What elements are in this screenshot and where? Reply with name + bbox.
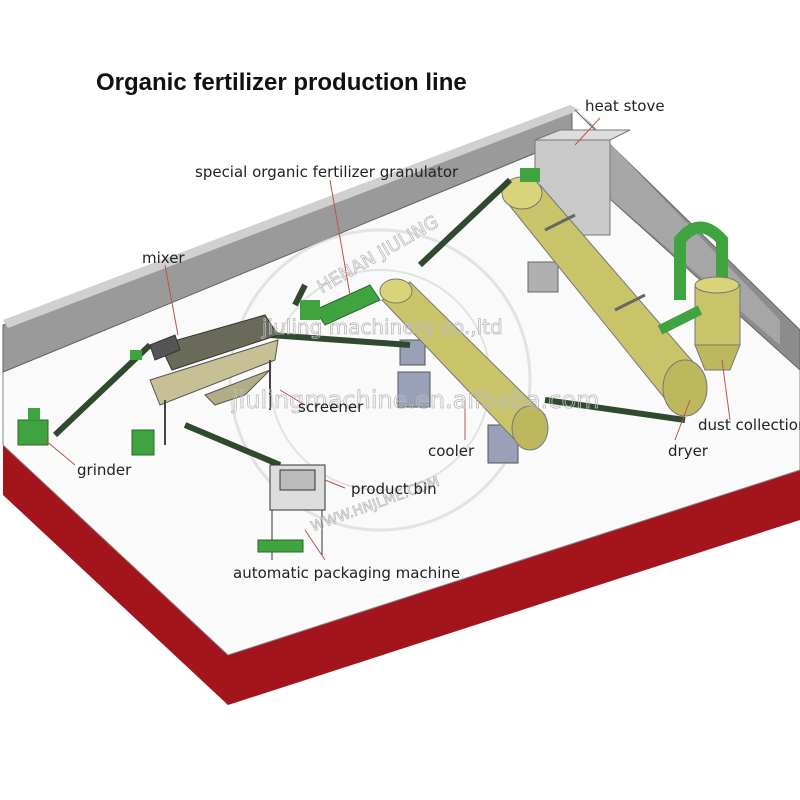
screener bbox=[149, 314, 279, 445]
label-heat-stove: heat stove bbox=[585, 97, 665, 115]
label-packaging: automatic packaging machine bbox=[233, 564, 460, 582]
label-dust-collection: dust collection bbox=[698, 416, 800, 434]
watermark-shop: jiulingmachine.en.alibaba.com bbox=[231, 386, 600, 414]
label-cooler: cooler bbox=[428, 442, 475, 460]
label-dryer: dryer bbox=[668, 442, 709, 460]
dryer bbox=[501, 168, 708, 417]
left-wall-top bbox=[3, 105, 580, 328]
label-mixer: mixer bbox=[142, 249, 185, 267]
watermark-company: jiuling machinery co.,ltd bbox=[261, 315, 503, 339]
granulator bbox=[300, 284, 381, 326]
label-product-bin: product bin bbox=[351, 480, 437, 498]
base-slab bbox=[3, 445, 800, 705]
label-grinder: grinder bbox=[77, 461, 132, 479]
cooler bbox=[379, 278, 549, 464]
label-screener: screener bbox=[298, 398, 364, 416]
product-bin bbox=[269, 464, 326, 560]
leader-lines bbox=[44, 117, 731, 561]
label-granulator: special organic fertilizer granulator bbox=[195, 163, 459, 181]
diagram-title: Organic fertilizer production line bbox=[96, 69, 467, 96]
packaging-machine bbox=[257, 539, 304, 553]
dust-collection bbox=[657, 221, 741, 371]
grinder bbox=[17, 408, 155, 456]
mixer bbox=[130, 334, 181, 361]
